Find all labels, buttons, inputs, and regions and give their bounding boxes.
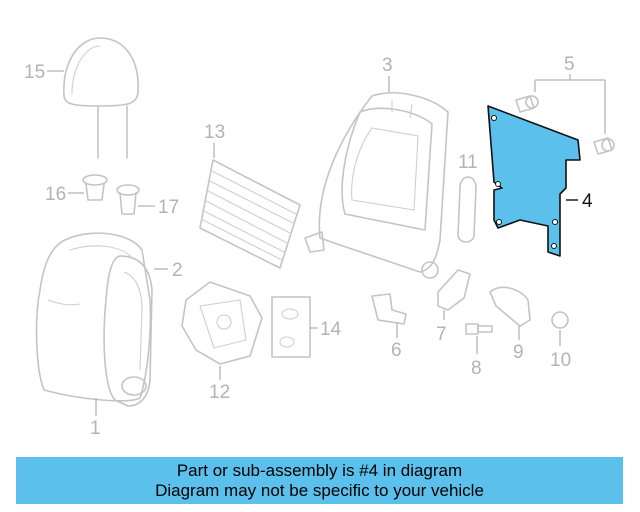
part-3-seat-frame <box>304 92 449 279</box>
part-13-lumbar-mat <box>199 159 301 269</box>
callout-5: 5 <box>564 54 575 75</box>
callout-11: 11 <box>458 152 478 173</box>
part-14-pad <box>271 296 311 358</box>
part-15-headrest <box>63 37 139 159</box>
part-17-guide <box>116 184 140 215</box>
callout-14: 14 <box>320 319 342 340</box>
callout-8: 8 <box>471 358 482 379</box>
callout-6: 6 <box>391 340 402 361</box>
part-2-trim-cover <box>103 255 153 407</box>
callout-1: 1 <box>90 418 101 439</box>
callout-10: 10 <box>550 350 571 371</box>
part-1-seat-back-pad <box>35 232 152 402</box>
part-4-back-panel <box>487 105 581 257</box>
callout-16: 16 <box>45 184 66 205</box>
callout-3: 3 <box>382 55 393 76</box>
part-9-knob <box>489 286 531 327</box>
callout-17: 17 <box>158 197 179 218</box>
part-7-cover <box>437 269 471 311</box>
part-info-banner: Part or sub-assembly is #4 in diagram Di… <box>16 457 623 504</box>
part-12-bracket <box>181 281 263 365</box>
part-5-bolts <box>515 95 615 155</box>
banner-line-2: Diagram may not be specific to your vehi… <box>155 480 484 500</box>
callout-7: 7 <box>436 324 447 345</box>
callout-9: 9 <box>513 342 524 363</box>
callout-15: 15 <box>24 62 45 83</box>
part-6-clip <box>371 293 407 325</box>
banner-line-1: Part or sub-assembly is #4 in diagram <box>176 460 463 480</box>
part-10-cap <box>551 311 569 329</box>
callout-2: 2 <box>172 260 183 281</box>
part-11-trim <box>457 176 477 243</box>
part-16-guide <box>82 174 108 201</box>
callout-4: 4 <box>582 191 593 212</box>
callout-12: 12 <box>209 382 230 403</box>
part-8-bolt <box>465 323 493 335</box>
callout-13: 13 <box>204 122 225 143</box>
